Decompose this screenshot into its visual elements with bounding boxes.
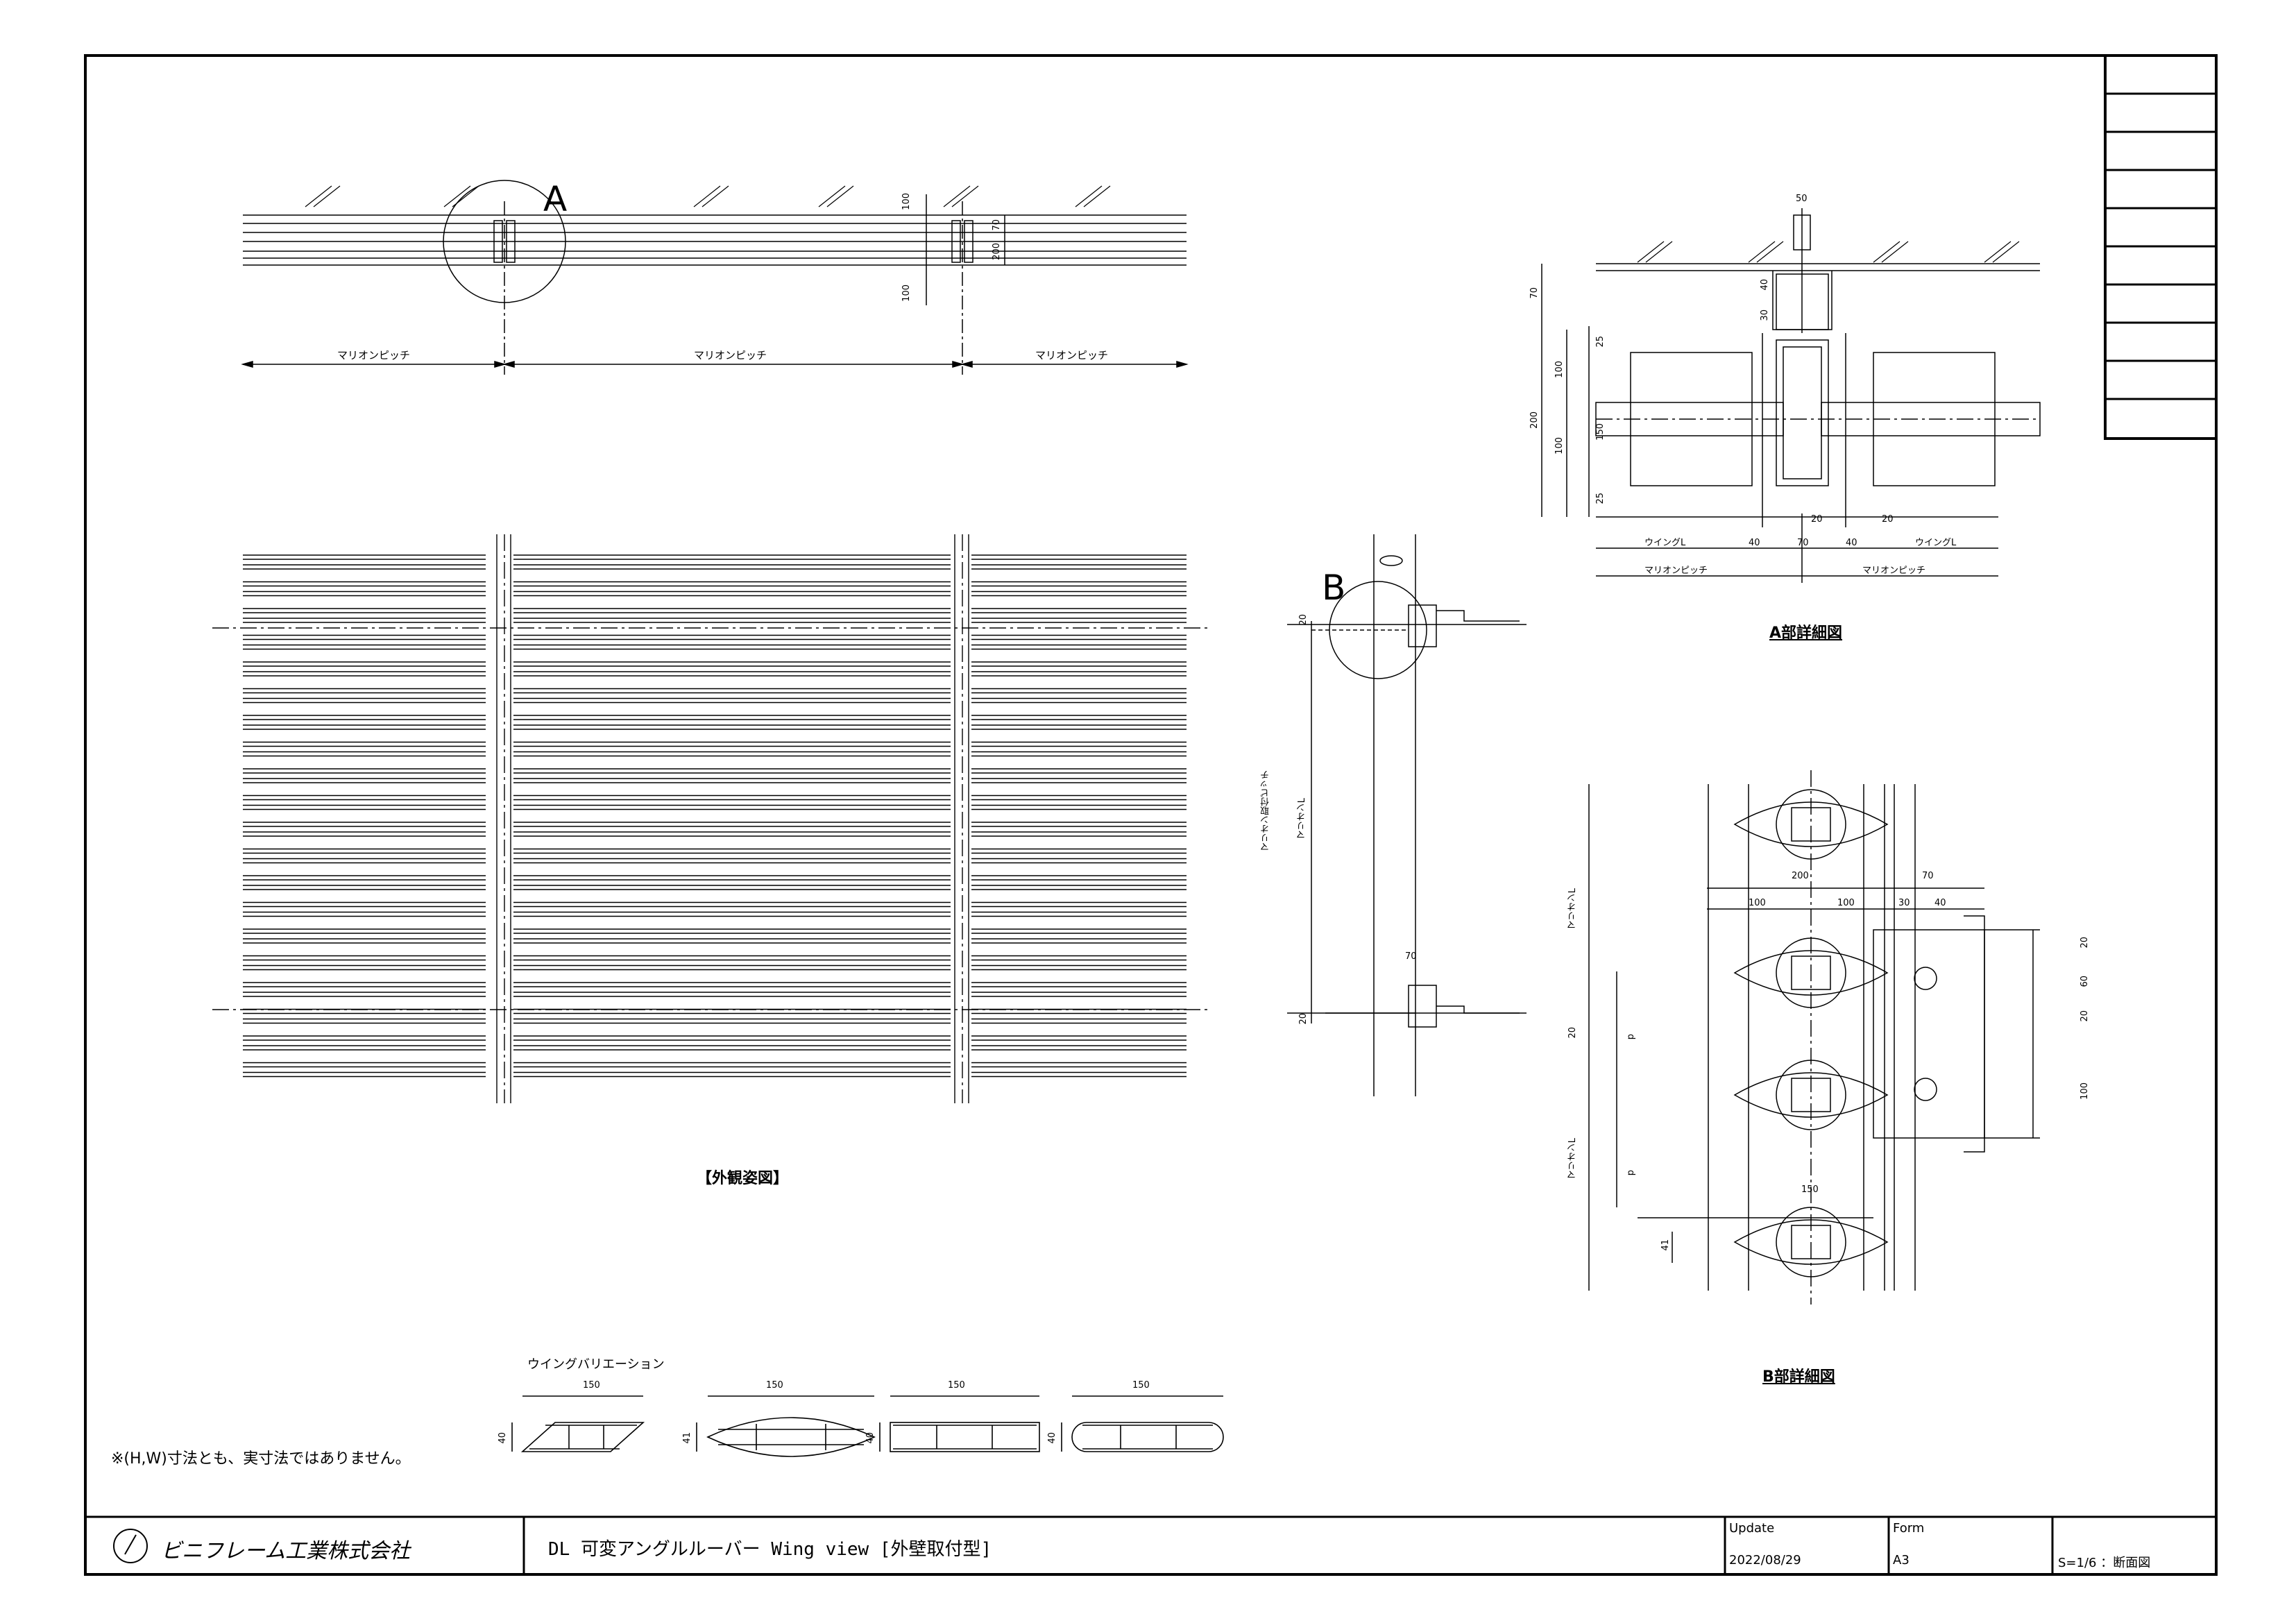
wing-1-shape bbox=[520, 1422, 645, 1452]
detail-a-dim-50: 50 bbox=[1796, 194, 1808, 204]
plan-dim-100a: 100 bbox=[901, 193, 912, 210]
marker-b: B bbox=[1322, 568, 1346, 608]
detail-a-wing-l-1: ウイングL bbox=[1644, 538, 1686, 548]
detail-b-dim-200: 200 bbox=[1792, 871, 1809, 881]
detail-b-mullion-l-1: マリオンL bbox=[1567, 888, 1578, 930]
plan-pitch-1: マリオンピッチ bbox=[337, 349, 411, 362]
elevation-view bbox=[212, 534, 1207, 1103]
wing-1-height: 40 bbox=[498, 1432, 508, 1444]
detail-a-view bbox=[1541, 208, 2041, 583]
wing-variations bbox=[511, 1395, 1224, 1457]
detail-b-caption: B部詳細図 bbox=[1762, 1368, 1835, 1386]
section-b-pitch: マリオン取付ピッチ bbox=[1261, 770, 1271, 851]
detail-a-dim-20a: 20 bbox=[1811, 514, 1823, 525]
wing-2-width: 150 bbox=[766, 1380, 783, 1391]
drawing-title: DL 可変アングルルーバー Wing view [外壁取付型] bbox=[548, 1539, 992, 1560]
detail-b-dim-100b: 100 bbox=[1837, 898, 1855, 908]
detail-b-p-1: p bbox=[1626, 1034, 1636, 1040]
elevation-caption: 【外観姿図】 bbox=[697, 1170, 789, 1187]
plan-view bbox=[241, 180, 1189, 375]
detail-a-dim-100b: 100 bbox=[1554, 437, 1565, 454]
detail-a-wing-l-2: ウイングL bbox=[1915, 538, 1957, 548]
scale-label: S=1/6 ：断面図 bbox=[2058, 1556, 2151, 1570]
sheet-border bbox=[84, 54, 2218, 1576]
detail-b-dim-20a: 20 bbox=[2080, 937, 2090, 949]
section-b-dim-20a: 20 bbox=[1298, 614, 1309, 626]
detail-a-dim-200: 200 bbox=[1529, 411, 1540, 429]
detail-b-dim-150: 150 bbox=[1801, 1184, 1819, 1195]
wing-2-height: 41 bbox=[682, 1432, 692, 1444]
detail-b-dim-100c: 100 bbox=[2080, 1082, 2090, 1100]
title-block-lines bbox=[85, 1515, 2216, 1574]
wing-2-shape bbox=[706, 1417, 876, 1457]
wing-variation-title: ウイングバリエーション bbox=[527, 1357, 665, 1372]
detail-a-pitch-2: マリオンピッチ bbox=[1862, 566, 1926, 576]
wing-4-width: 150 bbox=[1132, 1380, 1150, 1391]
detail-a-pitch-1: マリオンピッチ bbox=[1644, 566, 1708, 576]
detail-b-p-2: p bbox=[1626, 1170, 1636, 1176]
detail-b-dim-40: 40 bbox=[1934, 898, 1946, 908]
wing-1-width: 150 bbox=[583, 1380, 600, 1391]
detail-a-dim-30: 30 bbox=[1760, 309, 1770, 321]
detail-a-dim-100a: 100 bbox=[1554, 361, 1565, 378]
detail-a-dim-70: 70 bbox=[1797, 538, 1809, 548]
form-value: A3 bbox=[1893, 1553, 1910, 1567]
detail-a-dim-25a: 25 bbox=[1595, 336, 1606, 348]
detail-a-dim-40: 40 bbox=[1760, 279, 1770, 291]
detail-b-dim-30: 30 bbox=[1898, 898, 1910, 908]
section-b-dim-20b: 20 bbox=[1298, 1013, 1309, 1025]
update-value: 2022/08/29 bbox=[1729, 1553, 1801, 1567]
wing-4-shape bbox=[1071, 1422, 1224, 1452]
wing-3-shape bbox=[890, 1422, 1040, 1452]
detail-a-dim-40a: 40 bbox=[1749, 538, 1760, 548]
detail-b-dim-60: 60 bbox=[2080, 976, 2090, 987]
wing-4-height: 40 bbox=[1047, 1432, 1057, 1444]
plan-pitch-2: マリオンピッチ bbox=[694, 349, 767, 362]
section-b-mullion-l: マリオンL bbox=[1297, 798, 1307, 840]
detail-b-view bbox=[1588, 770, 2040, 1305]
dimension-note: ※(H,W)寸法とも、実寸法ではありません。 bbox=[111, 1450, 411, 1468]
form-label: Form bbox=[1893, 1521, 1925, 1536]
company-logo bbox=[113, 1529, 148, 1563]
section-b-dim-70: 70 bbox=[1405, 951, 1417, 962]
marker-a: A bbox=[543, 179, 568, 219]
detail-b-dim-20: 20 bbox=[1567, 1027, 1578, 1039]
revision-rows bbox=[2105, 92, 2216, 400]
detail-a-dim-25b: 25 bbox=[1595, 493, 1606, 504]
detail-b-dim-20b: 20 bbox=[2080, 1010, 2090, 1022]
detail-a-dim-70-top: 70 bbox=[1529, 287, 1540, 299]
wing-3-width: 150 bbox=[948, 1380, 965, 1391]
plan-dim-70: 70 bbox=[992, 219, 1002, 231]
detail-a-dim-150: 150 bbox=[1595, 423, 1606, 441]
company-name: ビニフレーム工業株式会社 bbox=[161, 1539, 411, 1563]
detail-a-dim-40b: 40 bbox=[1846, 538, 1857, 548]
detail-a-caption: A部詳細図 bbox=[1769, 624, 1843, 642]
detail-b-dim-70: 70 bbox=[1922, 871, 1934, 881]
plan-dim-200: 200 bbox=[992, 243, 1002, 260]
detail-a-dim-20b: 20 bbox=[1882, 514, 1894, 525]
update-label: Update bbox=[1729, 1521, 1775, 1536]
detail-b-mullion-l-2: マリオンL bbox=[1567, 1138, 1578, 1180]
plan-pitch-3: マリオンピッチ bbox=[1035, 349, 1109, 362]
detail-b-dim-41: 41 bbox=[1660, 1239, 1671, 1251]
wing-3-height: 40 bbox=[865, 1432, 876, 1444]
plan-dim-100b: 100 bbox=[901, 284, 912, 302]
section-b-view bbox=[1287, 534, 1527, 1096]
detail-b-dim-100a: 100 bbox=[1749, 898, 1766, 908]
